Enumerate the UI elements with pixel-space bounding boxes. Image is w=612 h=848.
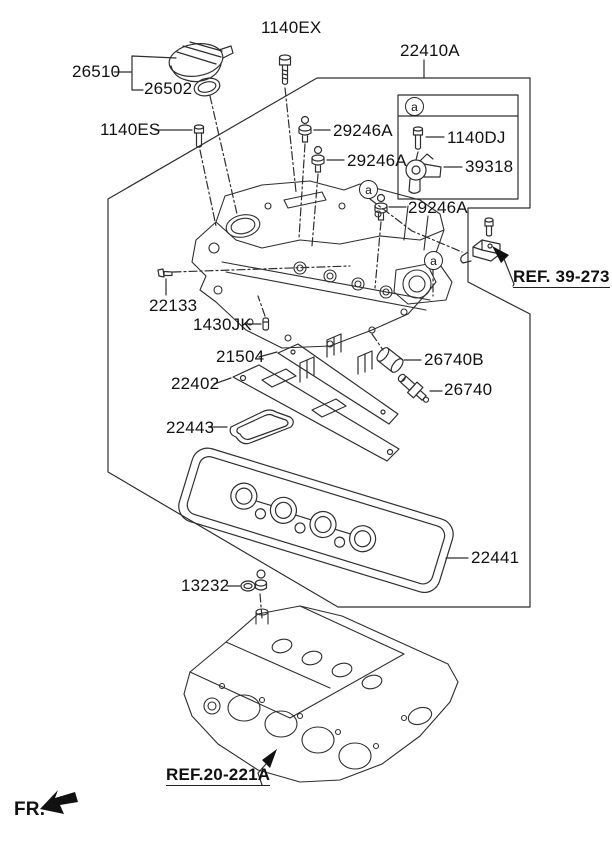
- bolt-1140DJ: [412, 126, 424, 150]
- oil-cap-drawing: [168, 41, 234, 83]
- leader-21504: [258, 351, 278, 358]
- ref-39-273-arrow: [492, 246, 509, 263]
- part-label-29246A-1: 29246A: [333, 121, 393, 140]
- cap-26740B: [376, 347, 404, 373]
- seal-bolt-29246A-1: [298, 115, 312, 143]
- stud-22133: [157, 268, 173, 278]
- dash-dot-lines: [172, 87, 463, 619]
- valve-26740: [397, 373, 430, 403]
- marker-a-cover: a: [424, 251, 443, 270]
- part-label-26740B: 26740B: [424, 350, 484, 369]
- part-label-29246A-3: 29246A: [408, 198, 468, 217]
- ref-20-221A-arrow: [262, 749, 277, 768]
- part-label-26740: 26740: [444, 380, 493, 399]
- part-label-22133: 22133: [149, 296, 198, 315]
- cylinder-head-drawing: [183, 605, 459, 783]
- bolt-1140ES: [193, 124, 205, 148]
- assembly-boundary-box: [107, 77, 531, 608]
- part-label-22402: 22402: [171, 374, 220, 393]
- part-label-13232: 13232: [181, 576, 230, 595]
- marker-a-inset: a: [405, 97, 424, 116]
- part-label-1140EX: 1140EX: [261, 18, 322, 37]
- part-label-1430JK: 1430JK: [193, 315, 252, 334]
- part-label-1140ES: 1140ES: [100, 120, 161, 139]
- part-label-29246A-2: 29246A: [347, 151, 407, 170]
- part-label-22441: 22441: [471, 548, 520, 567]
- pin-1430JK: [262, 317, 270, 331]
- part-label-39318: 39318: [465, 157, 514, 176]
- bolt-1140EX: [278, 54, 292, 86]
- leader-ref-20-221A: [257, 763, 267, 786]
- leader-26510: [113, 55, 177, 91]
- cover-gasket-22441: [178, 447, 454, 594]
- fr-direction-label: FR.: [14, 799, 46, 820]
- leader-ref-39-273: [503, 258, 515, 287]
- part-label-1140DJ: 1140DJ: [447, 128, 506, 147]
- inset-box: [397, 94, 519, 200]
- bolt-ref-39-273: [484, 217, 494, 237]
- sensor-ref-39-273: [460, 239, 501, 264]
- baffle-plate-21504: [277, 333, 399, 425]
- part-label-26510: 26510: [72, 62, 121, 81]
- part-label-21504: 21504: [216, 347, 265, 366]
- leader-22402: [213, 377, 232, 385]
- cap-gasket-ring: [193, 77, 221, 97]
- spool-13232: [240, 569, 268, 592]
- sensor-39318: [405, 153, 442, 194]
- marker-a-seal: a: [359, 180, 378, 199]
- part-label-22410A: 22410A: [400, 41, 460, 60]
- fr-arrow: [40, 790, 78, 814]
- part-label-26502: 26502: [144, 79, 193, 98]
- plate-22402: [232, 356, 400, 462]
- ref-label-39-273: REF. 39-273: [513, 267, 610, 288]
- ref-label-20-221A: REF.20-221A: [166, 765, 271, 786]
- seal-bolt-29246A-2: [311, 145, 325, 173]
- gasket-22443: [229, 409, 294, 445]
- part-label-22443: 22443: [166, 418, 215, 437]
